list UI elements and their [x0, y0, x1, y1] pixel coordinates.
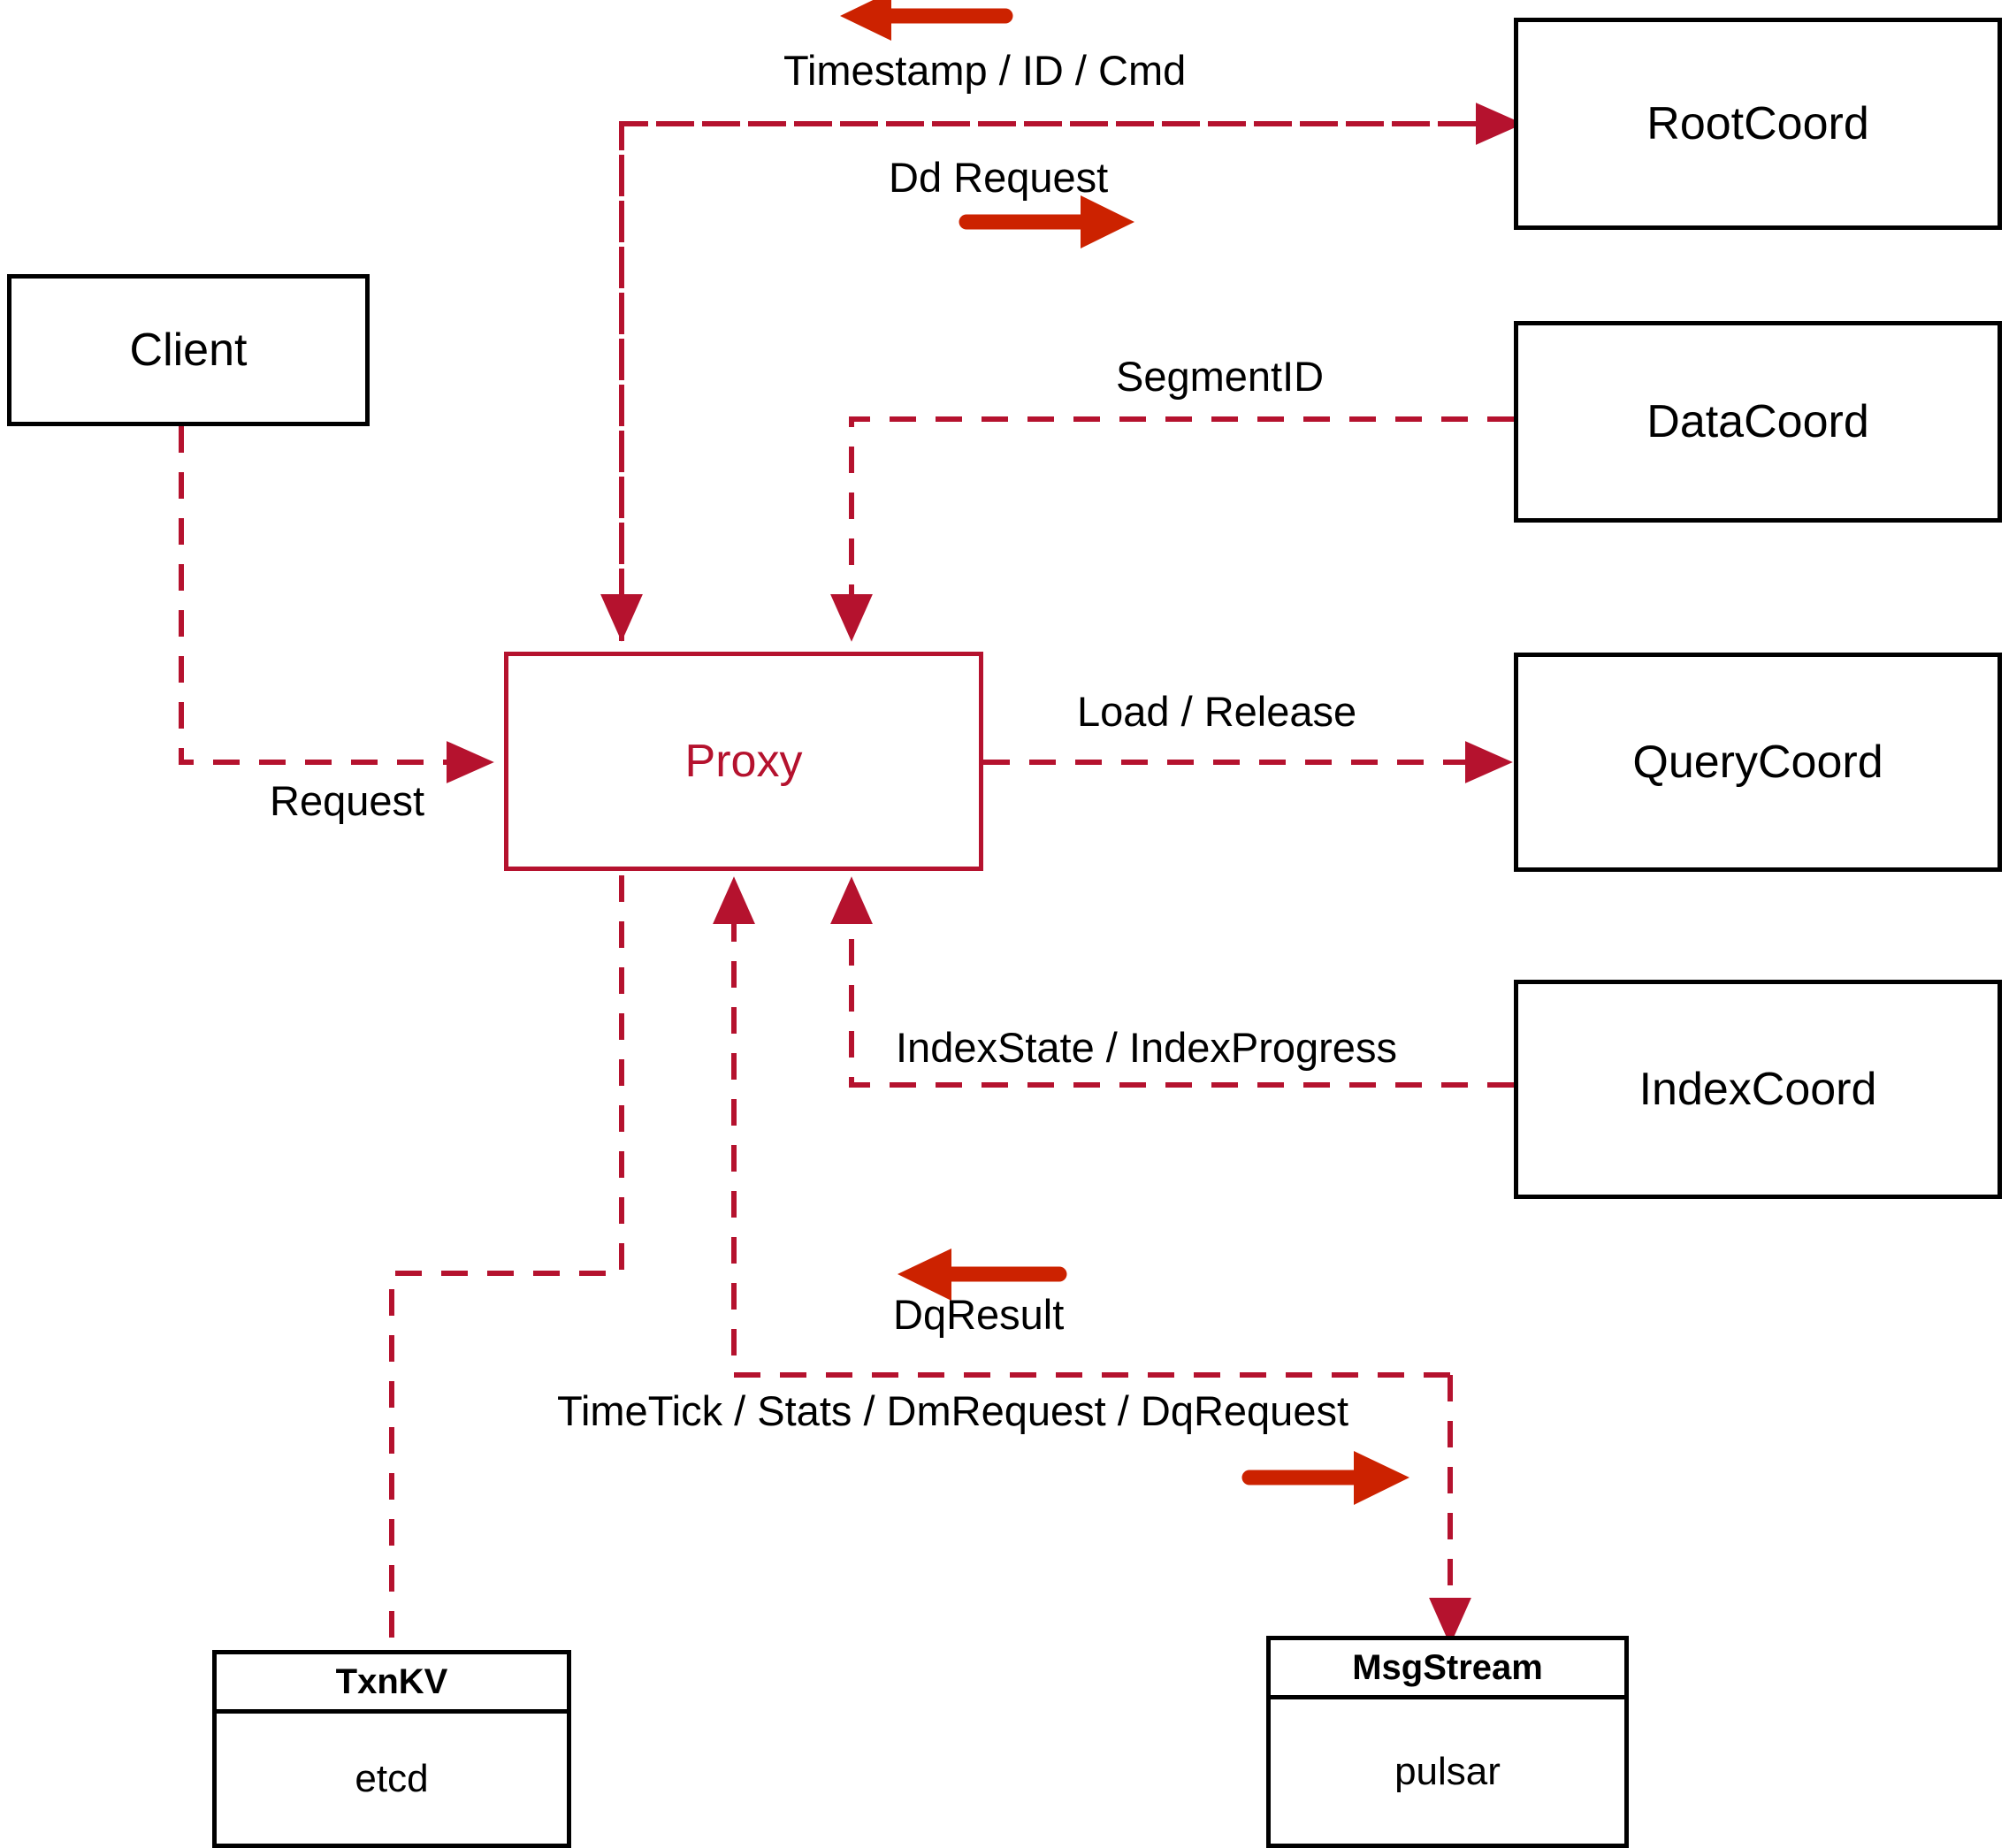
dq-request-direction-arrow — [1241, 1451, 1409, 1505]
node-client[interactable]: Client — [7, 274, 370, 426]
edge-label-timetick-stats: TimeTick / Stats / DmRequest / DqRequest — [557, 1387, 1349, 1434]
node-msgstream-body: pulsar — [1394, 1749, 1501, 1793]
node-rootcoord[interactable]: RootCoord — [1514, 18, 2002, 230]
edge-label-dq-result: DqResult — [893, 1291, 1065, 1338]
edge-label-dd-request: Dd Request — [889, 154, 1109, 201]
node-querycoord[interactable]: QueryCoord — [1514, 653, 2002, 872]
node-proxy-label: Proxy — [684, 736, 803, 787]
node-msgstream-header: MsgStream — [1271, 1640, 1624, 1699]
node-indexcoord[interactable]: IndexCoord — [1514, 980, 2002, 1199]
edge-datacoord-to-proxy — [830, 416, 1514, 642]
dd-request-direction-arrow — [959, 195, 1134, 248]
node-txnkv[interactable]: TxnKV etcd — [212, 1650, 571, 1848]
edge-msgstream-to-proxy — [713, 876, 1450, 1378]
edge-label-index-state-progress: IndexState / IndexProgress — [896, 1024, 1397, 1071]
edge-label-segment-id: SegmentID — [1116, 353, 1325, 400]
node-txnkv-body: etcd — [355, 1756, 429, 1800]
node-querycoord-label: QueryCoord — [1632, 737, 1883, 788]
edge-proxy-to-txnkv — [389, 875, 624, 1650]
node-client-label: Client — [129, 325, 248, 376]
edge-indexcoord-to-proxy — [830, 876, 1514, 1088]
node-indexcoord-label: IndexCoord — [1639, 1064, 1877, 1115]
node-datacoord[interactable]: DataCoord — [1514, 321, 2002, 523]
edge-label-request: Request — [270, 777, 425, 824]
edge-client-to-proxy — [179, 426, 494, 783]
node-datacoord-label: DataCoord — [1646, 396, 1869, 447]
node-msgstream[interactable]: MsgStream pulsar — [1266, 1636, 1629, 1848]
edge-proxy-to-rootcoord — [600, 103, 1524, 642]
timestamp-id-cmd-direction-arrow — [840, 0, 1013, 41]
edge-label-load-release: Load / Release — [1077, 688, 1357, 735]
dq-result-direction-arrow — [898, 1249, 1067, 1301]
node-txnkv-header: TxnKV — [217, 1654, 567, 1714]
node-proxy[interactable]: Proxy — [504, 652, 983, 871]
edge-label-timestamp-id-cmd: Timestamp / ID / Cmd — [783, 47, 1187, 94]
node-rootcoord-label: RootCoord — [1646, 98, 1869, 149]
